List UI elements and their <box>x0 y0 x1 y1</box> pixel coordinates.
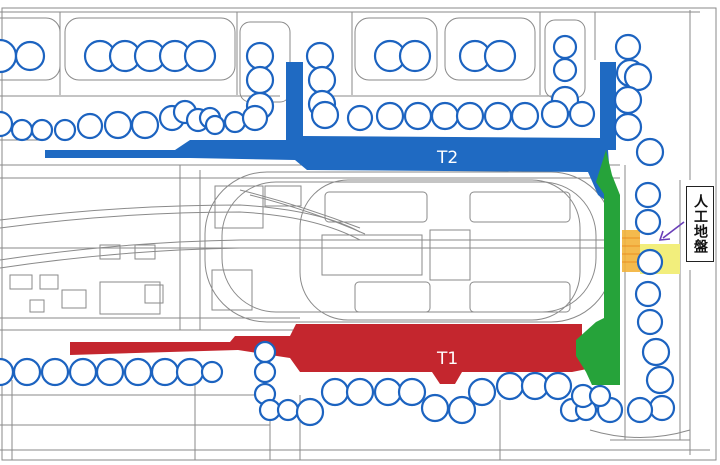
stand-marker <box>245 65 275 95</box>
artificial-ground-hatch <box>622 230 640 272</box>
stand-marker <box>635 137 665 167</box>
stand-marker <box>276 398 300 422</box>
connector-shape <box>576 150 620 385</box>
stand-marker <box>430 101 460 131</box>
stand-marker <box>320 377 350 407</box>
stand-marker <box>552 34 578 60</box>
stand-marker <box>634 280 662 308</box>
stand-marker <box>150 357 180 387</box>
stand-marker <box>641 337 671 367</box>
stand-marker <box>183 39 217 73</box>
stand-marker <box>200 360 224 384</box>
stand-marker <box>613 112 643 142</box>
stand-marker <box>373 377 403 407</box>
stand-marker <box>95 357 125 387</box>
stand-marker <box>588 384 612 408</box>
stand-marker <box>305 41 335 71</box>
stand-marker <box>12 357 42 387</box>
stand-marker <box>123 357 153 387</box>
stand-marker <box>634 181 662 209</box>
callout-arrow <box>658 221 685 241</box>
stand-marker <box>648 394 676 422</box>
terminal-label-t2: T2 <box>436 148 458 168</box>
stand-marker <box>623 62 653 92</box>
artificial-ground-callout: 人工地盤 <box>686 186 714 262</box>
stand-marker <box>295 397 325 427</box>
stand-marker <box>204 114 226 136</box>
stand-marker <box>68 357 98 387</box>
stand-marker <box>540 99 570 129</box>
stand-marker <box>455 101 485 131</box>
stand-marker <box>467 377 497 407</box>
stand-marker <box>14 40 46 72</box>
terminal-t2-shape <box>45 62 616 205</box>
stand-marker <box>10 118 34 142</box>
stand-marker <box>483 39 517 73</box>
stand-marker <box>346 104 374 132</box>
stand-marker <box>0 110 14 138</box>
stand-marker <box>645 365 675 395</box>
stand-marker <box>307 65 337 95</box>
stand-marker <box>253 360 277 384</box>
stand-marker <box>397 377 427 407</box>
stand-marker <box>447 395 477 425</box>
stand-marker <box>420 393 450 423</box>
stand-marker <box>76 112 104 140</box>
stand-marker <box>552 57 578 83</box>
callout-text: 人工地盤 <box>692 194 708 254</box>
stand-marker <box>568 100 596 128</box>
aircraft-stands <box>0 33 676 427</box>
stand-marker <box>30 118 54 142</box>
stand-marker <box>375 101 405 131</box>
stand-marker <box>495 371 525 401</box>
stand-marker <box>245 41 275 71</box>
terminal-label-t1: T1 <box>436 349 458 369</box>
stand-marker <box>510 101 540 131</box>
stand-marker <box>40 357 70 387</box>
stand-marker <box>0 38 18 74</box>
stand-marker <box>223 110 247 134</box>
stand-marker <box>53 118 77 142</box>
stand-marker <box>103 110 133 140</box>
stand-marker <box>310 100 340 130</box>
stand-marker <box>130 110 160 140</box>
stand-marker <box>634 208 662 236</box>
stand-marker <box>483 101 513 131</box>
stand-marker <box>636 308 664 336</box>
stand-marker <box>626 396 654 424</box>
stand-marker <box>253 340 277 364</box>
stand-marker <box>403 101 433 131</box>
stand-marker <box>241 104 269 132</box>
stand-marker <box>636 248 664 276</box>
stand-marker <box>614 33 642 61</box>
stand-marker <box>613 85 643 115</box>
stand-marker <box>175 357 205 387</box>
stand-marker <box>0 357 15 387</box>
stand-marker <box>398 39 432 73</box>
stand-marker <box>543 371 573 401</box>
stand-marker <box>345 377 375 407</box>
terminal-t1-shape <box>70 324 592 384</box>
